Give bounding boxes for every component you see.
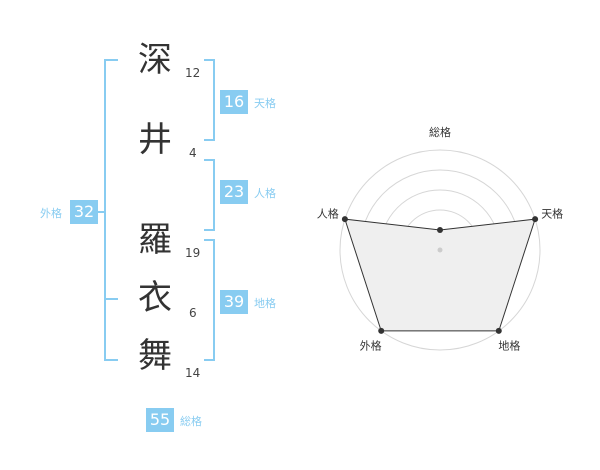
name-char-3: 羅 xyxy=(138,220,172,260)
stroke-count-5: 14 xyxy=(185,366,201,380)
chikaku-label: 地格 xyxy=(254,297,276,310)
radar-point xyxy=(341,216,348,223)
jinkaku-label: 人格 xyxy=(254,187,276,200)
radar-axis-label: 天格 xyxy=(541,207,563,221)
stroke-count-2: 4 xyxy=(189,146,197,160)
gaikaku-bracket xyxy=(104,59,118,361)
tenkaku-bracket xyxy=(204,59,215,141)
soukaku-badge: 55 xyxy=(146,408,174,432)
soukaku-label: 総格 xyxy=(180,415,202,428)
jinkaku-badge: 23 xyxy=(220,180,248,204)
chikaku-badge: 39 xyxy=(220,290,248,314)
chikaku-bracket xyxy=(204,239,215,361)
tenkaku-badge: 16 xyxy=(220,90,248,114)
radar-axis-label: 外格 xyxy=(360,339,382,353)
radar-axis-label: 総格 xyxy=(429,125,451,139)
stroke-count-3: 19 xyxy=(185,246,201,260)
name-char-5: 舞 xyxy=(138,336,172,376)
radar-point xyxy=(378,327,385,334)
name-char-4: 衣 xyxy=(138,278,172,318)
tenkaku-label: 天格 xyxy=(254,97,276,110)
radar-point xyxy=(532,216,539,223)
radar-axis-label: 人格 xyxy=(317,207,339,221)
name-char-2: 井 xyxy=(138,120,172,160)
radar-points xyxy=(341,216,539,334)
stroke-count-4: 6 xyxy=(189,306,197,320)
radar-grid-ring xyxy=(339,149,541,351)
radar-polygon xyxy=(344,218,536,332)
name-char-1: 深 xyxy=(138,40,172,80)
jinkaku-bracket xyxy=(204,159,215,231)
gaikaku-label: 外格 xyxy=(40,207,62,220)
radar-center-dot xyxy=(437,247,443,253)
stroke-count-1: 12 xyxy=(185,66,201,80)
gaikaku-badge: 32 xyxy=(70,200,98,224)
radar-point xyxy=(495,327,502,334)
radar-point xyxy=(437,227,443,233)
radar-axis-label: 地格 xyxy=(498,339,520,353)
